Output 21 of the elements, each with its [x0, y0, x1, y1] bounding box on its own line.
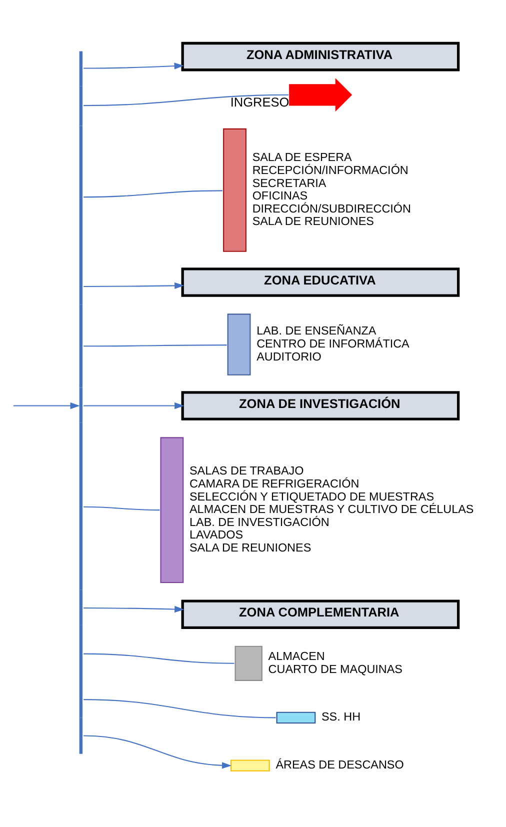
node-label: SALA DE REUNIONES: [190, 540, 312, 554]
node-label: LAB. DE INVESTIGACIÓN: [190, 515, 330, 528]
node-label: SS. HH: [322, 710, 361, 724]
node-label: SELECCIÓN Y ETIQUETADO DE MUESTRAS: [190, 490, 434, 503]
node-label: RECEPCIÓN/INFORMACIÓN: [252, 163, 408, 176]
node-label: SALAS DE TRABAJO: [190, 464, 304, 478]
node-label: SALA DE REUNIONES: [252, 214, 374, 228]
node-label: ALMACEN: [268, 649, 325, 662]
node-label: INGRESO: [230, 94, 290, 110]
node-label: SALA DE ESPERA: [252, 150, 352, 164]
node-label: CAMARA DE REFRIGERACIÓN: [190, 477, 360, 490]
node-label: SECRETARIA: [252, 176, 326, 190]
node-label: AUDITORIO: [256, 350, 322, 363]
node-label: DIRECCIÓN/SUBDIRECCIÓN: [252, 202, 411, 215]
node-label: CENTRO DE INFORMÁTICA: [256, 337, 410, 350]
node-label: ÁREAS DE DESCANSO: [276, 758, 404, 772]
node-label: LAVADOS: [190, 528, 244, 542]
node-label: CUARTO DE MAQUINAS: [268, 662, 402, 676]
node-label: ALMACEN DE MUESTRAS Y CULTIVO DE CÉLULAS: [190, 502, 474, 516]
node-label: OFICINAS: [252, 189, 308, 202]
node-label: LAB. DE ENSEÑANZA: [256, 324, 376, 338]
